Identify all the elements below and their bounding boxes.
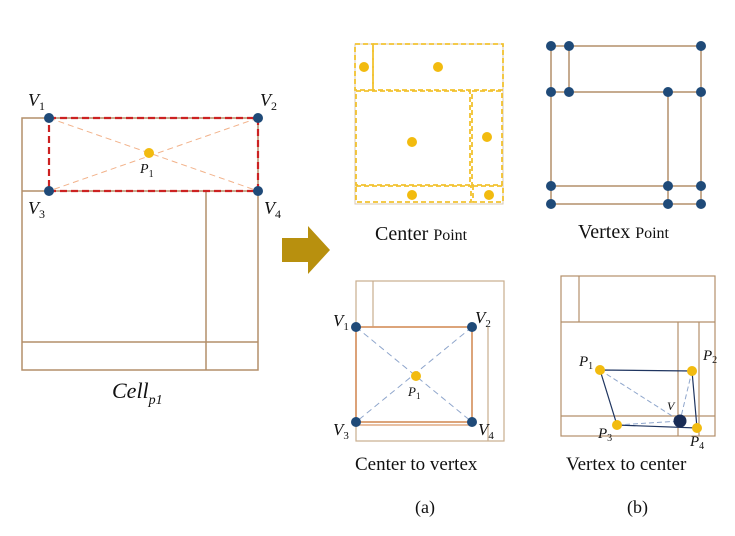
vertex-dot [546, 181, 556, 191]
vertex-dot [44, 113, 54, 123]
vertex-dot [546, 199, 556, 209]
point-label-p1: P1 [578, 354, 593, 372]
vertex-label-v1: V1 [333, 311, 349, 333]
arrow-icon [282, 226, 330, 274]
center-to-vertex-panel: V1 V2 V3 V4 P1 Center to vertex [333, 280, 505, 475]
vertex-label-v2: V2 [260, 90, 277, 113]
vertex-dot [44, 186, 54, 196]
sub-cell-outline [355, 185, 472, 203]
panel-title-vertex-to-center: Vertex to center [566, 454, 687, 475]
center-dot [612, 420, 622, 430]
caption-a: (a) [415, 497, 435, 518]
center-dot [484, 190, 494, 200]
center-dot [359, 62, 369, 72]
vertex-dot [663, 181, 673, 191]
vertex-dot [696, 87, 706, 97]
center-dot [692, 423, 702, 433]
sub-cell-outline [471, 90, 503, 186]
vertex-dot [663, 87, 673, 97]
vertex-dot [696, 41, 706, 51]
vertex-dot [253, 186, 263, 196]
sub-cell-outline [372, 43, 504, 91]
point-label-p2: P2 [702, 348, 717, 366]
vertex-label-v3: V3 [28, 198, 45, 221]
panel-outer-border [550, 45, 702, 205]
center-dot [687, 366, 697, 376]
left-cell-diagram: V1 V2 V3 V4 P1 Cellp1 [21, 90, 281, 408]
center-dot [433, 62, 443, 72]
connection-line [599, 369, 681, 422]
center-dot [144, 148, 154, 158]
center-dot [411, 371, 421, 381]
panel-outer-border [560, 275, 716, 437]
vertex-label-v3: V3 [333, 420, 349, 442]
vertex-dot [253, 113, 263, 123]
panel-outer-border [354, 43, 504, 205]
vertex-dot [351, 417, 361, 427]
panel-title-center-point: Center Point [375, 223, 468, 245]
point-label-p4: P4 [689, 434, 704, 452]
center-dot [407, 137, 417, 147]
highlight-rectangle [355, 326, 473, 423]
vertex-dot [696, 181, 706, 191]
vertex-dot [546, 41, 556, 51]
vertex-dot [467, 322, 477, 332]
center-label-p1: P1 [407, 384, 420, 401]
center-dot [482, 132, 492, 142]
vertex-label-v4: V4 [478, 420, 494, 442]
vertex-dot [673, 414, 687, 428]
panel-title-center-to-vertex: Center to vertex [355, 454, 478, 475]
connection-line [616, 420, 681, 426]
sub-cell-outline [355, 90, 471, 186]
highlight-rectangle [47, 116, 260, 193]
vertex-label-v4: V4 [264, 198, 281, 221]
sub-cell-outline [472, 185, 504, 203]
vertex-dot [351, 322, 361, 332]
vertex-label-v2: V2 [475, 308, 491, 330]
vertex-dot [546, 87, 556, 97]
caption-b: (b) [627, 497, 648, 518]
center-point-panel: Center Point [354, 43, 504, 245]
center-label-p1: P1 [139, 162, 154, 180]
vertex-label-v1: V1 [28, 90, 45, 113]
point-label-p3: P3 [597, 426, 612, 444]
vertex-dot [564, 87, 574, 97]
vertex-point-panel: Vertex Point [546, 41, 706, 243]
vertex-to-center-panel: P1 P2 P3 P4 V Vertex to center [560, 275, 717, 475]
vertex-dot [696, 199, 706, 209]
cell-caption: Cellp1 [112, 378, 163, 408]
vertex-dot [467, 417, 477, 427]
panel-title-vertex-point: Vertex Point [578, 221, 670, 243]
vertex-dot [663, 199, 673, 209]
vertex-label-v: V [667, 399, 676, 413]
center-dot [595, 365, 605, 375]
vertex-dot [564, 41, 574, 51]
connection-line [679, 370, 693, 422]
center-dot [407, 190, 417, 200]
cell-outer-border [21, 117, 259, 371]
